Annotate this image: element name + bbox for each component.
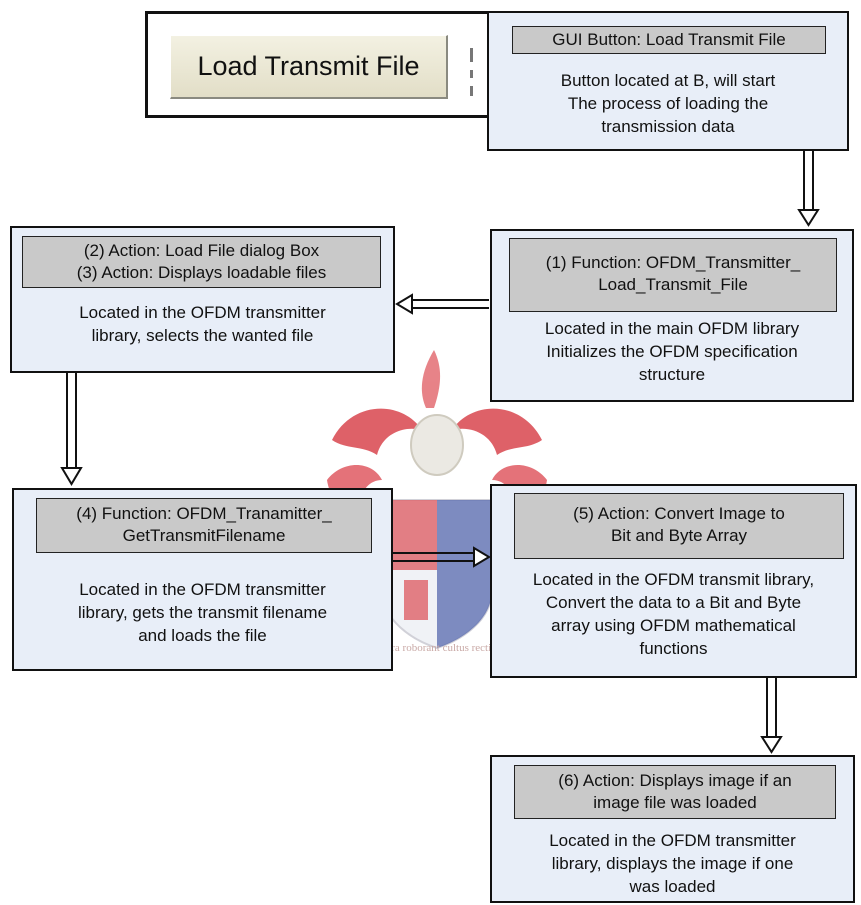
load-transmit-file-button[interactable]: Load Transmit File [170, 35, 448, 99]
body-line: and loads the file [138, 626, 267, 645]
box-action-2-3-body: Located in the OFDM transmitter library,… [12, 301, 393, 347]
body-line: Located in the OFDM transmit library, [532, 570, 815, 589]
header-line: image file was loaded [593, 793, 757, 812]
crest-shield-blue [437, 500, 492, 648]
crest-helmet [410, 414, 464, 476]
box-gui-button-header: GUI Button: Load Transmit File [512, 26, 826, 54]
arrow-action-5-to-action-6 [760, 678, 783, 754]
body-line: Located in the main OFDM library [544, 319, 800, 338]
body-line: Located in the OFDM transmitter [79, 580, 326, 599]
box-gui-button: GUI Button: Load Transmit File Button lo… [487, 11, 849, 151]
box-function-4: (4) Function: OFDM_Tranamitter_ GetTrans… [12, 488, 393, 671]
box-action-6-body: Located in the OFDM transmitter library,… [492, 829, 853, 898]
gui-frame-tick [470, 48, 473, 62]
header-line: GUI Button: Load Transmit File [552, 30, 786, 49]
body-line: array using OFDM mathematical [551, 616, 796, 635]
header-line: Bit and Byte Array [610, 526, 748, 545]
box-function-1: (1) Function: OFDM_Transmitter_ Load_Tra… [490, 229, 854, 402]
gui-frame-tick [470, 86, 473, 96]
header-line: (6) Action: Displays image if an [558, 771, 792, 790]
box-function-1-header: (1) Function: OFDM_Transmitter_ Load_Tra… [509, 238, 837, 312]
crest-plume [421, 350, 441, 408]
arrow-function-1-to-action-2 [395, 293, 489, 315]
crest-shield-tower [404, 580, 428, 620]
box-action-5-header: (5) Action: Convert Image to Bit and Byt… [514, 493, 844, 559]
arrow-gui-to-function-1 [797, 151, 820, 227]
box-action-6-header: (6) Action: Displays image if an image f… [514, 765, 836, 819]
gui-frame-tick [470, 70, 473, 78]
box-action-2-3: (2) Action: Load File dialog Box (3) Act… [10, 226, 395, 373]
header-line: Load_Transmit_File [598, 275, 748, 294]
body-line: Located in the OFDM transmitter [549, 831, 796, 850]
body-line: The process of loading the [567, 94, 769, 113]
crest-mantling-left [332, 408, 422, 455]
box-action-5: (5) Action: Convert Image to Bit and Byt… [490, 484, 857, 678]
body-line: library, gets the transmit filename [77, 603, 328, 622]
body-line: library, selects the wanted file [91, 326, 314, 345]
body-line: transmission data [601, 117, 735, 136]
box-action-5-body: Located in the OFDM transmit library, Co… [492, 568, 855, 660]
body-line: was loaded [629, 877, 716, 896]
arrow-action-2-to-function-4 [60, 373, 83, 486]
header-line: (4) Function: OFDM_Tranamitter_ [76, 504, 332, 523]
gui-frame: Load Transmit File [145, 11, 492, 118]
crest-motto: Pectora roborant cultus recti [366, 642, 492, 654]
header-line: (5) Action: Convert Image to [573, 504, 785, 523]
body-line: Convert the data to a Bit and Byte [545, 593, 802, 612]
box-gui-button-body: Button located at B, will start The proc… [489, 69, 847, 138]
header-line: (1) Function: OFDM_Transmitter_ [545, 253, 801, 272]
box-action-6: (6) Action: Displays image if an image f… [490, 755, 855, 903]
body-line: functions [639, 639, 708, 658]
box-function-4-header: (4) Function: OFDM_Tranamitter_ GetTrans… [36, 498, 372, 553]
box-function-4-body: Located in the OFDM transmitter library,… [14, 578, 391, 647]
header-line: (2) Action: Load File dialog Box [83, 241, 320, 260]
body-line: structure [638, 365, 706, 384]
body-line: Button located at B, will start [560, 71, 776, 90]
body-line: Located in the OFDM transmitter [79, 303, 326, 322]
header-line: (3) Action: Displays loadable files [76, 263, 327, 282]
body-line: library, displays the image if one [551, 854, 794, 873]
body-line: Initializes the OFDM specification [546, 342, 798, 361]
box-action-2-3-header: (2) Action: Load File dialog Box (3) Act… [22, 236, 381, 288]
header-line: GetTransmitFilename [122, 526, 286, 545]
arrow-function-4-to-action-5 [393, 546, 491, 568]
crest-mantling-right [452, 408, 542, 455]
box-function-1-body: Located in the main OFDM library Initial… [492, 317, 852, 386]
